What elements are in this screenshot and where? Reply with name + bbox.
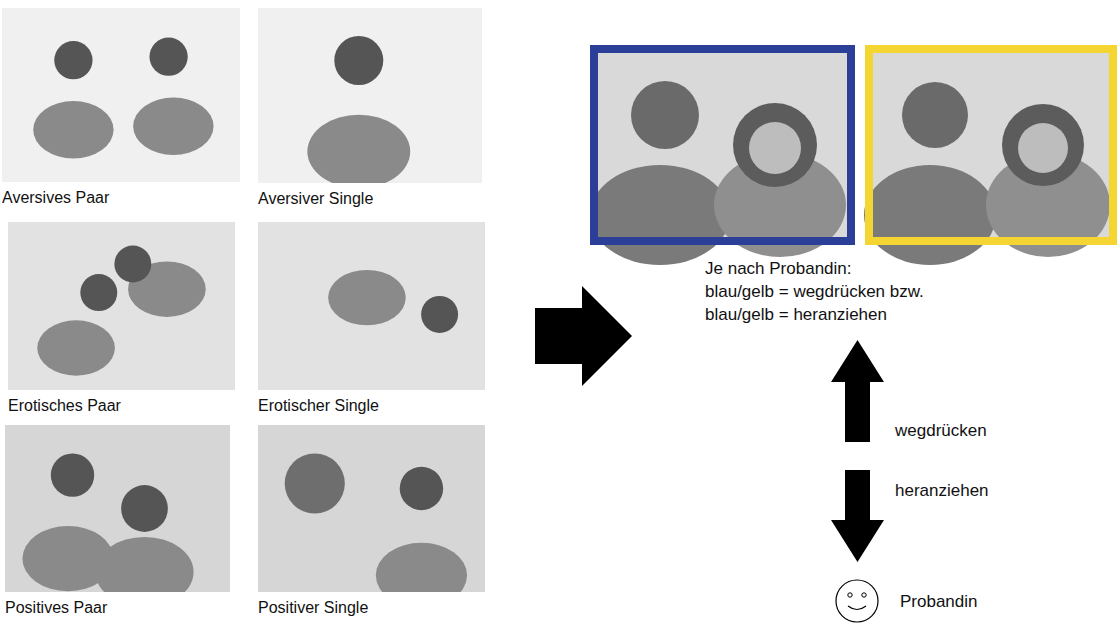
photo-tile: Positiver Single xyxy=(258,425,485,617)
figure-head xyxy=(631,81,699,149)
annotation-text: blau/gelb = heranziehen xyxy=(705,304,887,325)
figure-body xyxy=(376,543,467,592)
figure-body xyxy=(37,320,115,375)
flower-bush xyxy=(285,453,345,513)
pull-arrow xyxy=(831,470,884,562)
figure-body xyxy=(328,270,406,325)
photo-ground xyxy=(2,8,240,182)
smiley-eye xyxy=(862,593,866,597)
figure-head xyxy=(421,296,458,333)
annotation-text: Probandin xyxy=(900,591,978,612)
photo-caption: Erotischer Single xyxy=(258,396,485,415)
photo-ground xyxy=(258,222,485,390)
figure-head xyxy=(54,41,92,79)
figure-head xyxy=(80,274,117,311)
photo-tile: Positives Paar xyxy=(5,425,230,617)
photo-caption: Aversiver Single xyxy=(258,189,482,208)
smiley-icon xyxy=(836,580,878,622)
annotation-text: heranziehen xyxy=(895,480,989,501)
figures xyxy=(328,270,458,333)
blue-frame xyxy=(594,49,851,241)
photo-illustration xyxy=(5,425,230,592)
smiley-face xyxy=(836,580,878,622)
annotation-text: blau/gelb = wegdrücken bzw. xyxy=(705,281,924,302)
figures xyxy=(307,36,410,183)
figure-body xyxy=(864,165,996,265)
figure-body xyxy=(95,537,193,592)
figure-hood xyxy=(1002,104,1084,186)
photo-illustration xyxy=(258,425,485,592)
photo-caption: Aversives Paar xyxy=(2,188,240,207)
photo-illustration xyxy=(8,222,235,390)
smiley-eye xyxy=(848,593,852,597)
figure-body xyxy=(307,115,410,183)
photo-caption: Positives Paar xyxy=(5,598,230,617)
figure-body xyxy=(33,101,113,158)
photo-caption: Erotisches Paar xyxy=(8,396,235,415)
photo-illustration xyxy=(258,8,482,183)
photo-illustration xyxy=(258,222,485,390)
figure-hood xyxy=(733,103,817,187)
annotation-text: Je nach Probandin: xyxy=(705,258,852,279)
figures xyxy=(22,453,193,592)
photo-tile: Erotisches Paar xyxy=(8,222,235,415)
figure-body xyxy=(133,98,213,155)
figures xyxy=(37,246,205,376)
photo-tile: Aversiver Single xyxy=(258,8,482,208)
photo-ground xyxy=(8,222,235,390)
figure-head xyxy=(400,467,443,510)
figures xyxy=(33,38,213,159)
figure-head xyxy=(334,36,383,85)
figure-head xyxy=(114,246,151,283)
photo-caption: Positiver Single xyxy=(258,598,485,617)
figure-face xyxy=(1018,123,1068,173)
figure-head xyxy=(902,82,968,148)
figure-head xyxy=(149,38,187,76)
yellow-frame xyxy=(869,49,1113,241)
yellow-framed-photo xyxy=(864,49,1113,265)
push-arrow xyxy=(831,340,884,442)
smiley-mouth xyxy=(848,606,866,610)
figure-head xyxy=(121,485,168,532)
main-arrow xyxy=(535,286,632,386)
figure-body xyxy=(590,165,730,265)
figure-head xyxy=(51,453,94,496)
photo-illustration xyxy=(2,8,240,182)
blue-framed-photo xyxy=(590,49,851,265)
figure-face xyxy=(749,122,801,174)
figures xyxy=(285,453,467,592)
annotation-text: wegdrücken xyxy=(895,420,987,441)
photo-tile: Aversives Paar xyxy=(2,8,240,207)
photo-tile: Erotischer Single xyxy=(258,222,485,415)
